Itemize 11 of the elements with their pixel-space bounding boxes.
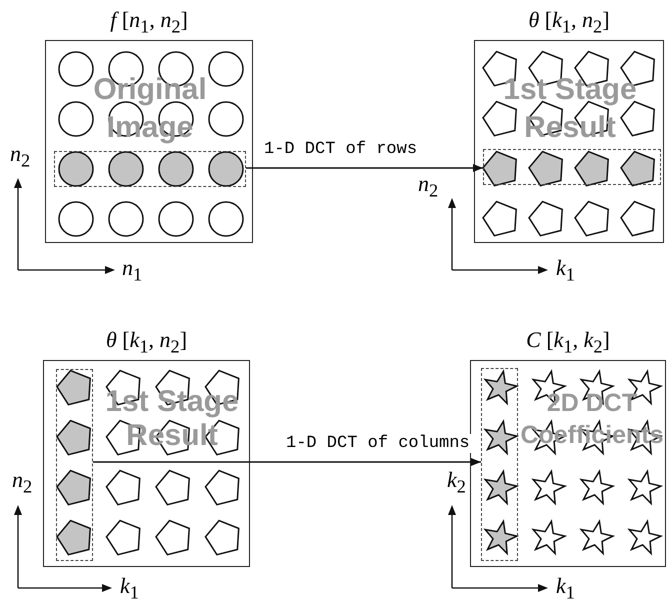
dashed-selection: [54, 151, 246, 187]
panel-title: C [k$_{1}$, k$_{2}$]: [526, 327, 610, 358]
dashed-selection: [481, 368, 518, 561]
panel-title: θ [k$_{1}$, n$_{2}$]: [528, 7, 610, 38]
arrow: [93, 458, 481, 466]
dashed-selection: [483, 149, 661, 185]
panel-title: θ [k$_{1}$, n$_{2}$]: [106, 327, 188, 358]
panel-title: f [n$_{1}$, n$_{2}$]: [110, 7, 188, 38]
edge-label: 1-D DCT of columns: [284, 434, 472, 453]
arrow: [246, 164, 483, 172]
dashed-selection: [56, 369, 93, 561]
